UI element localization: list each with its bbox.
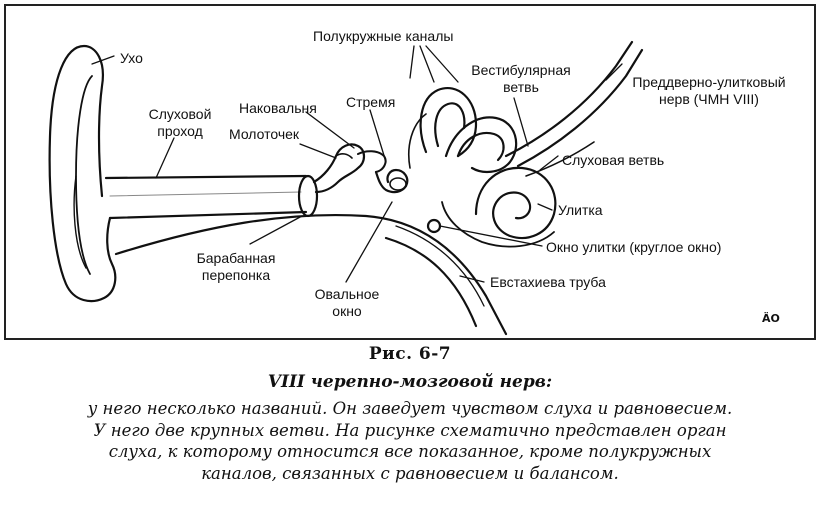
label-ear-canal: Слуховой проход xyxy=(140,106,220,140)
ear-drawing xyxy=(48,40,644,336)
outer-ear-shape xyxy=(48,44,117,303)
label-eardrum: Барабанная перепонка xyxy=(186,250,286,284)
figure-title: VIII черепно-мозговой нерв: xyxy=(267,372,553,392)
label-oval-window: Овальное окно xyxy=(302,286,392,320)
label-eustachian-tube: Евстахиева труба xyxy=(490,274,606,290)
label-cochlea: Улитка xyxy=(558,202,603,218)
ear-canal-shape xyxy=(104,174,308,220)
eustachian-tube-shape xyxy=(114,213,508,336)
figure-number: Рис. 6-7 xyxy=(368,344,452,364)
label-vestibular-branch-line2: ветвь xyxy=(503,79,539,95)
label-ear-canal-line2: проход xyxy=(157,123,203,139)
label-vestibular-branch-line1: Вестибулярная xyxy=(471,62,571,78)
caption-line: слуха, к которому относится все показанн… xyxy=(108,442,712,461)
vestibulocochlear-nerve-shape xyxy=(504,40,644,177)
artist-signature: ÄO xyxy=(762,312,780,325)
ear-anatomy-figure: Ухо Полукружные каналы Вестибулярная вет… xyxy=(4,4,816,340)
label-vestibular-branch: Вестибулярная ветвь xyxy=(461,62,581,96)
label-nerve-line2: нерв (ЧМН VIII) xyxy=(659,91,759,107)
label-round-window: Окно улитки (круглое окно) xyxy=(546,239,722,255)
label-semicircular-canals: Полукружные каналы xyxy=(313,28,454,44)
label-nerve-line1: Преддверно-улитковый xyxy=(632,74,786,90)
leader-lines xyxy=(91,45,623,283)
caption-line: у него несколько названий. Он заведует ч… xyxy=(87,399,733,418)
label-eardrum-line1: Барабанная xyxy=(196,250,276,266)
label-eardrum-line2: перепонка xyxy=(201,267,271,283)
semicircular-canals-shape xyxy=(408,87,518,174)
cochlea-shape xyxy=(426,166,557,248)
caption-line: каналов, связанных с равновесием и балан… xyxy=(201,463,619,483)
label-oval-window-line2: окно xyxy=(332,303,362,319)
caption-line: У него две крупных ветви. На рисунке схе… xyxy=(93,420,727,440)
label-malleus: Молоточек xyxy=(229,126,300,142)
ossicles-shape xyxy=(312,143,409,194)
label-incus: Наковальня xyxy=(239,100,317,116)
label-vestibulocochlear-nerve: Преддверно-улитковый нерв (ЧМН VIII) xyxy=(624,74,794,108)
label-stapes: Стремя xyxy=(346,94,396,110)
figure-caption-body: у него несколько названий. Он заведует ч… xyxy=(20,398,800,484)
label-cochlear-branch: Слуховая ветвь xyxy=(562,152,665,168)
label-oval-window-line1: Овальное xyxy=(314,286,380,302)
label-ear: Ухо xyxy=(120,50,143,66)
label-ear-canal-line1: Слуховой xyxy=(148,106,212,122)
